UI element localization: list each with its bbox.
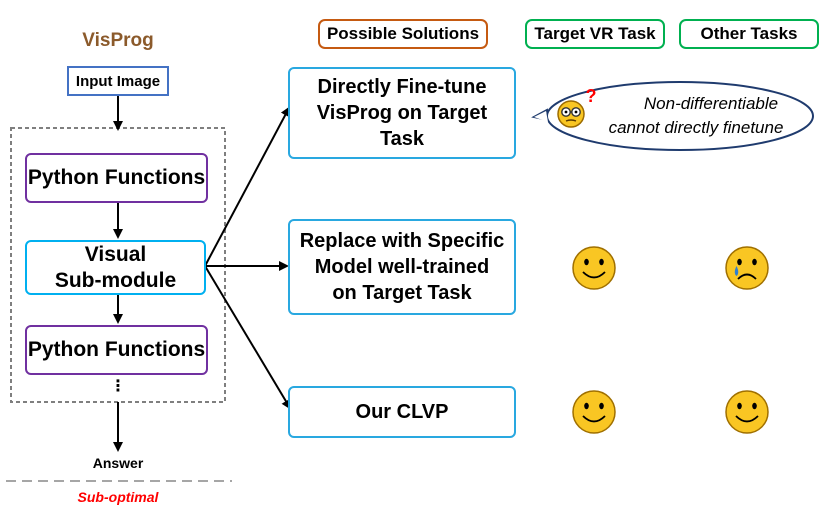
callout-line-1: Non-differentiable <box>643 94 779 113</box>
speech-bubble <box>546 81 814 151</box>
solution-2-line-1: Replace with Specific <box>299 230 505 252</box>
visual-submodule-box: Visual Sub-module <box>25 240 206 295</box>
visual-line-2: Sub-module <box>54 268 177 292</box>
python-functions-top: Python Functions <box>25 153 208 203</box>
python-functions-bottom: Python Functions <box>25 325 208 375</box>
sub-optimal-label: Sub-optimal <box>77 489 159 505</box>
solution-1-line-2: VisProg on Target <box>316 102 488 124</box>
input-image-box: Input Image <box>67 66 169 96</box>
smiley-face-icon <box>572 390 616 434</box>
smiley-face-icon <box>572 246 616 290</box>
solution-replace-model: Replace with Specific Model well-trained… <box>288 219 516 315</box>
solution-2-line-3: on Target Task <box>332 282 472 304</box>
solution-1-line-3: Task <box>379 128 425 150</box>
solution-2-line-2: Model well-trained <box>314 256 490 278</box>
header-other-tasks: Other Tasks <box>679 19 819 49</box>
question-mark: ? <box>585 85 597 106</box>
solution-our-clvp: Our CLVP <box>288 386 516 438</box>
solution-fine-tune: Directly Fine-tune VisProg on Target Tas… <box>288 67 516 159</box>
visual-line-1: Visual <box>84 242 147 266</box>
header-possible-solutions: Possible Solutions <box>318 19 488 49</box>
crying-face-icon <box>725 246 769 290</box>
header-target-vr-task: Target VR Task <box>525 19 665 49</box>
answer-label: Answer <box>92 455 144 471</box>
confused-face-icon <box>557 100 585 128</box>
solution-1-line-1: Directly Fine-tune <box>317 76 487 98</box>
visprog-title: VisProg <box>82 30 154 51</box>
callout-text: Non-differentiable cannot directly finet… <box>590 90 802 142</box>
solution-3-label: Our CLVP <box>355 401 449 423</box>
arrow-to-solution-1 <box>204 106 290 267</box>
arrow-to-solution-3 <box>204 265 292 410</box>
ellipsis: ⋮ <box>110 378 126 395</box>
callout-line-2: cannot directly finetune <box>608 118 784 137</box>
smiley-face-icon <box>725 390 769 434</box>
